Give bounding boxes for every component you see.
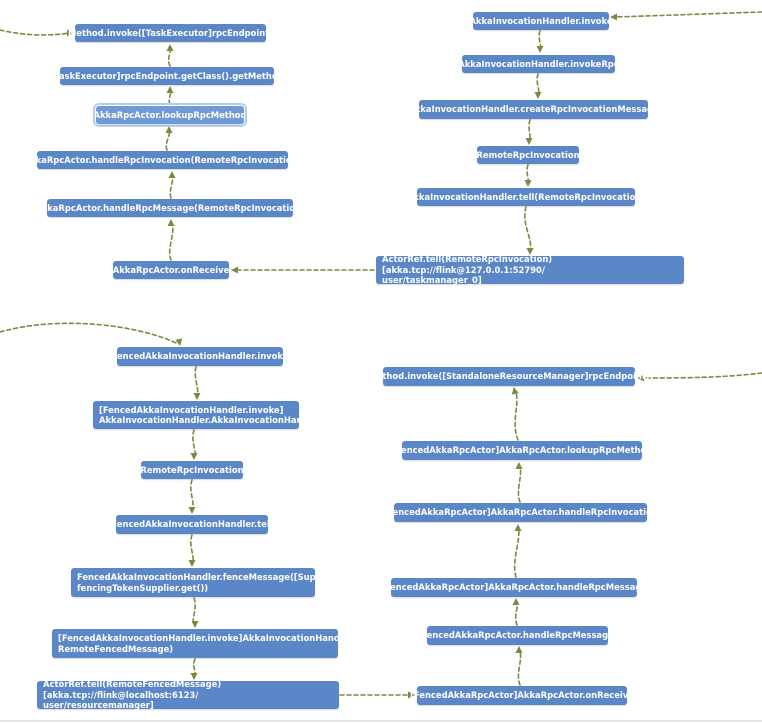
edge-offscreen-to-method-invoke-task-arrowhead xyxy=(67,29,74,37)
node-handle-rpc-invocation[interactable]: AkkaRpcActor.handleRpcInvocation(RemoteR… xyxy=(24,151,301,169)
edge-lookup-to-method-invoke-rm xyxy=(513,388,519,441)
edge-offscreen-to-fenced-invoke xyxy=(0,322,179,345)
edge-fence-message-to-invoke-tell-arrowhead xyxy=(191,621,199,628)
edge-offscreen-to-method-invoke-rm xyxy=(636,372,762,379)
edge-tell-to-actorref-arrowhead xyxy=(526,248,534,255)
edge-offscreen-to-method-invoke-task xyxy=(0,29,71,36)
node-fence-message[interactable]: FencedAkkaInvocationHandler.fenceMessage… xyxy=(71,568,341,597)
edge-actorref-to-on-receive-arrowhead xyxy=(231,266,238,274)
edge-wrapper-to-remote-invocation xyxy=(192,429,196,459)
node-invocation-handler-invoke-rpc[interactable]: AkkaInvocationHandler.invokeRpc xyxy=(458,55,619,73)
edge-fenced-tell-to-fence-message-arrowhead xyxy=(188,560,196,567)
edge-get-method-to-method-invoke-task-arrowhead xyxy=(166,44,174,51)
node-fenced-invoke-tell[interactable]: [FencedAkkaInvocationHandler.invoke]Akka… xyxy=(52,629,374,658)
node-create-rpc-invocation-message[interactable]: AkkaInvocationHandler.createRpcInvocatio… xyxy=(408,100,659,119)
edge-on-receive-to-fenced-actor-message-arrowhead xyxy=(515,646,523,653)
edge-get-method-to-method-invoke-task xyxy=(167,45,172,67)
edge-handle-invocation-to-lookup-arrowhead xyxy=(165,126,173,133)
edge-actor-message-to-handle-message-arrowhead xyxy=(512,598,520,605)
edge-on-receive-to-handle-message-arrowhead xyxy=(167,219,175,226)
node-remote-rpc-invocation-2[interactable]: RemoteRpcInvocation xyxy=(140,461,244,479)
edge-offscreen-to-fenced-invoke-arrowhead xyxy=(175,338,183,346)
node-fenced-handle-rpc-message[interactable]: [FencedAkkaRpcActor]AkkaRpcActor.handleR… xyxy=(381,578,647,597)
node-on-receive[interactable]: AkkaRpcActor.onReceive xyxy=(113,261,229,279)
node-get-method[interactable]: [TaskExecutor]rpcEndpoint.getClass().get… xyxy=(50,67,284,85)
edge-actorref-rm-to-fenced-on-receive-arrowhead xyxy=(408,691,415,699)
edge-fence-message-to-invoke-tell xyxy=(192,597,196,627)
node-fenced-invoke-wrapper[interactable]: [FencedAkkaInvocationHandler.invoke] Akk… xyxy=(93,401,321,429)
edge-invoke-to-invoke-rpc-arrowhead xyxy=(536,46,544,53)
node-lookup-rpc-method[interactable]: AkkaRpcActor.lookupRpcMethod xyxy=(93,103,247,127)
node-actorref-tell-taskmanager[interactable]: ActorRef.tell(RemoteRpcInvocation)[akka.… xyxy=(376,254,684,285)
edge-offscreen-to-invocation-handler-invoke-arrowhead xyxy=(610,13,617,21)
node-invocation-handler-tell[interactable]: AkkaInvocationHandler.tell(RemoteRpcInvo… xyxy=(407,188,645,206)
edge-handle-invocation-to-lookup-arrowhead xyxy=(515,462,523,469)
node-actorref-tell-rm[interactable]: ActorRef.tell(RemoteFencedMessage)[akka.… xyxy=(37,679,339,710)
edge-create-to-remote-invocation-arrowhead xyxy=(525,138,533,145)
node-method-invoke-rm[interactable]: Method.invoke([StandaloneResourceManager… xyxy=(368,367,650,386)
edge-remote-invocation-to-fenced-tell-arrowhead xyxy=(188,507,196,514)
edge-on-receive-to-handle-message xyxy=(168,220,174,261)
node-fenced-handle-rpc-invocation[interactable]: [FencedAkkaRpcActor]AkkaRpcActor.handleR… xyxy=(383,503,658,522)
edge-on-receive-to-fenced-actor-message xyxy=(517,647,522,686)
edge-handle-message-to-handle-invocation xyxy=(513,525,520,578)
node-fenced-tell[interactable]: FencedAkkaInvocationHandler.tell xyxy=(111,515,273,534)
edge-invoke-to-invoke-rpc xyxy=(538,30,542,52)
node-remote-rpc-invocation-1[interactable]: RemoteRpcInvocation xyxy=(476,146,580,164)
edge-wrapper-to-remote-invocation-arrowhead xyxy=(190,453,198,460)
edge-handle-invocation-to-lookup xyxy=(517,463,522,503)
edge-invoke-rpc-to-create-arrowhead xyxy=(534,92,542,99)
edge-group xyxy=(0,11,762,699)
edge-lookup-to-method-invoke-rm-arrowhead xyxy=(511,387,519,395)
edge-fenced-invoke-to-wrapper-arrowhead xyxy=(193,393,201,400)
node-fenced-invoke[interactable]: FencedAkkaInvocationHandler.invoke xyxy=(112,347,288,366)
edge-remote-invocation-to-tell-arrowhead xyxy=(524,180,532,187)
edge-remote-invocation-to-tell xyxy=(526,164,530,186)
edge-offscreen-to-invocation-handler-invoke xyxy=(611,11,762,18)
node-fenced-actor-handle-rpc-message[interactable]: FencedAkkaRpcActor.handleRpcMessage xyxy=(421,626,614,645)
edge-lookup-to-get-method-arrowhead xyxy=(166,86,174,93)
node-handle-rpc-message[interactable]: AkkaRpcActor.handleRpcMessage(RemoteRpcI… xyxy=(35,199,305,217)
node-invocation-handler-invoke[interactable]: AkkaInvocationHandler.invoke xyxy=(469,12,613,30)
edge-handle-message-to-handle-invocation-arrowhead xyxy=(168,171,176,178)
node-method-invoke-task[interactable]: Method.invoke([TaskExecutor]rpcEndpoint) xyxy=(68,24,273,42)
node-fenced-on-receive[interactable]: [FencedAkkaRpcActor]AkkaRpcActor.onRecei… xyxy=(410,686,634,705)
node-fenced-lookup-rpc-method[interactable]: [FencedAkkaRpcActor]AkkaRpcActor.lookupR… xyxy=(392,441,652,460)
edge-offscreen-to-method-invoke-rm-arrowhead xyxy=(637,374,644,382)
edge-tell-to-actorref xyxy=(524,206,532,254)
edge-invoke-tell-to-actorref-rm-arrowhead xyxy=(190,673,198,680)
edge-handle-message-to-handle-invocation-arrowhead xyxy=(514,524,522,531)
